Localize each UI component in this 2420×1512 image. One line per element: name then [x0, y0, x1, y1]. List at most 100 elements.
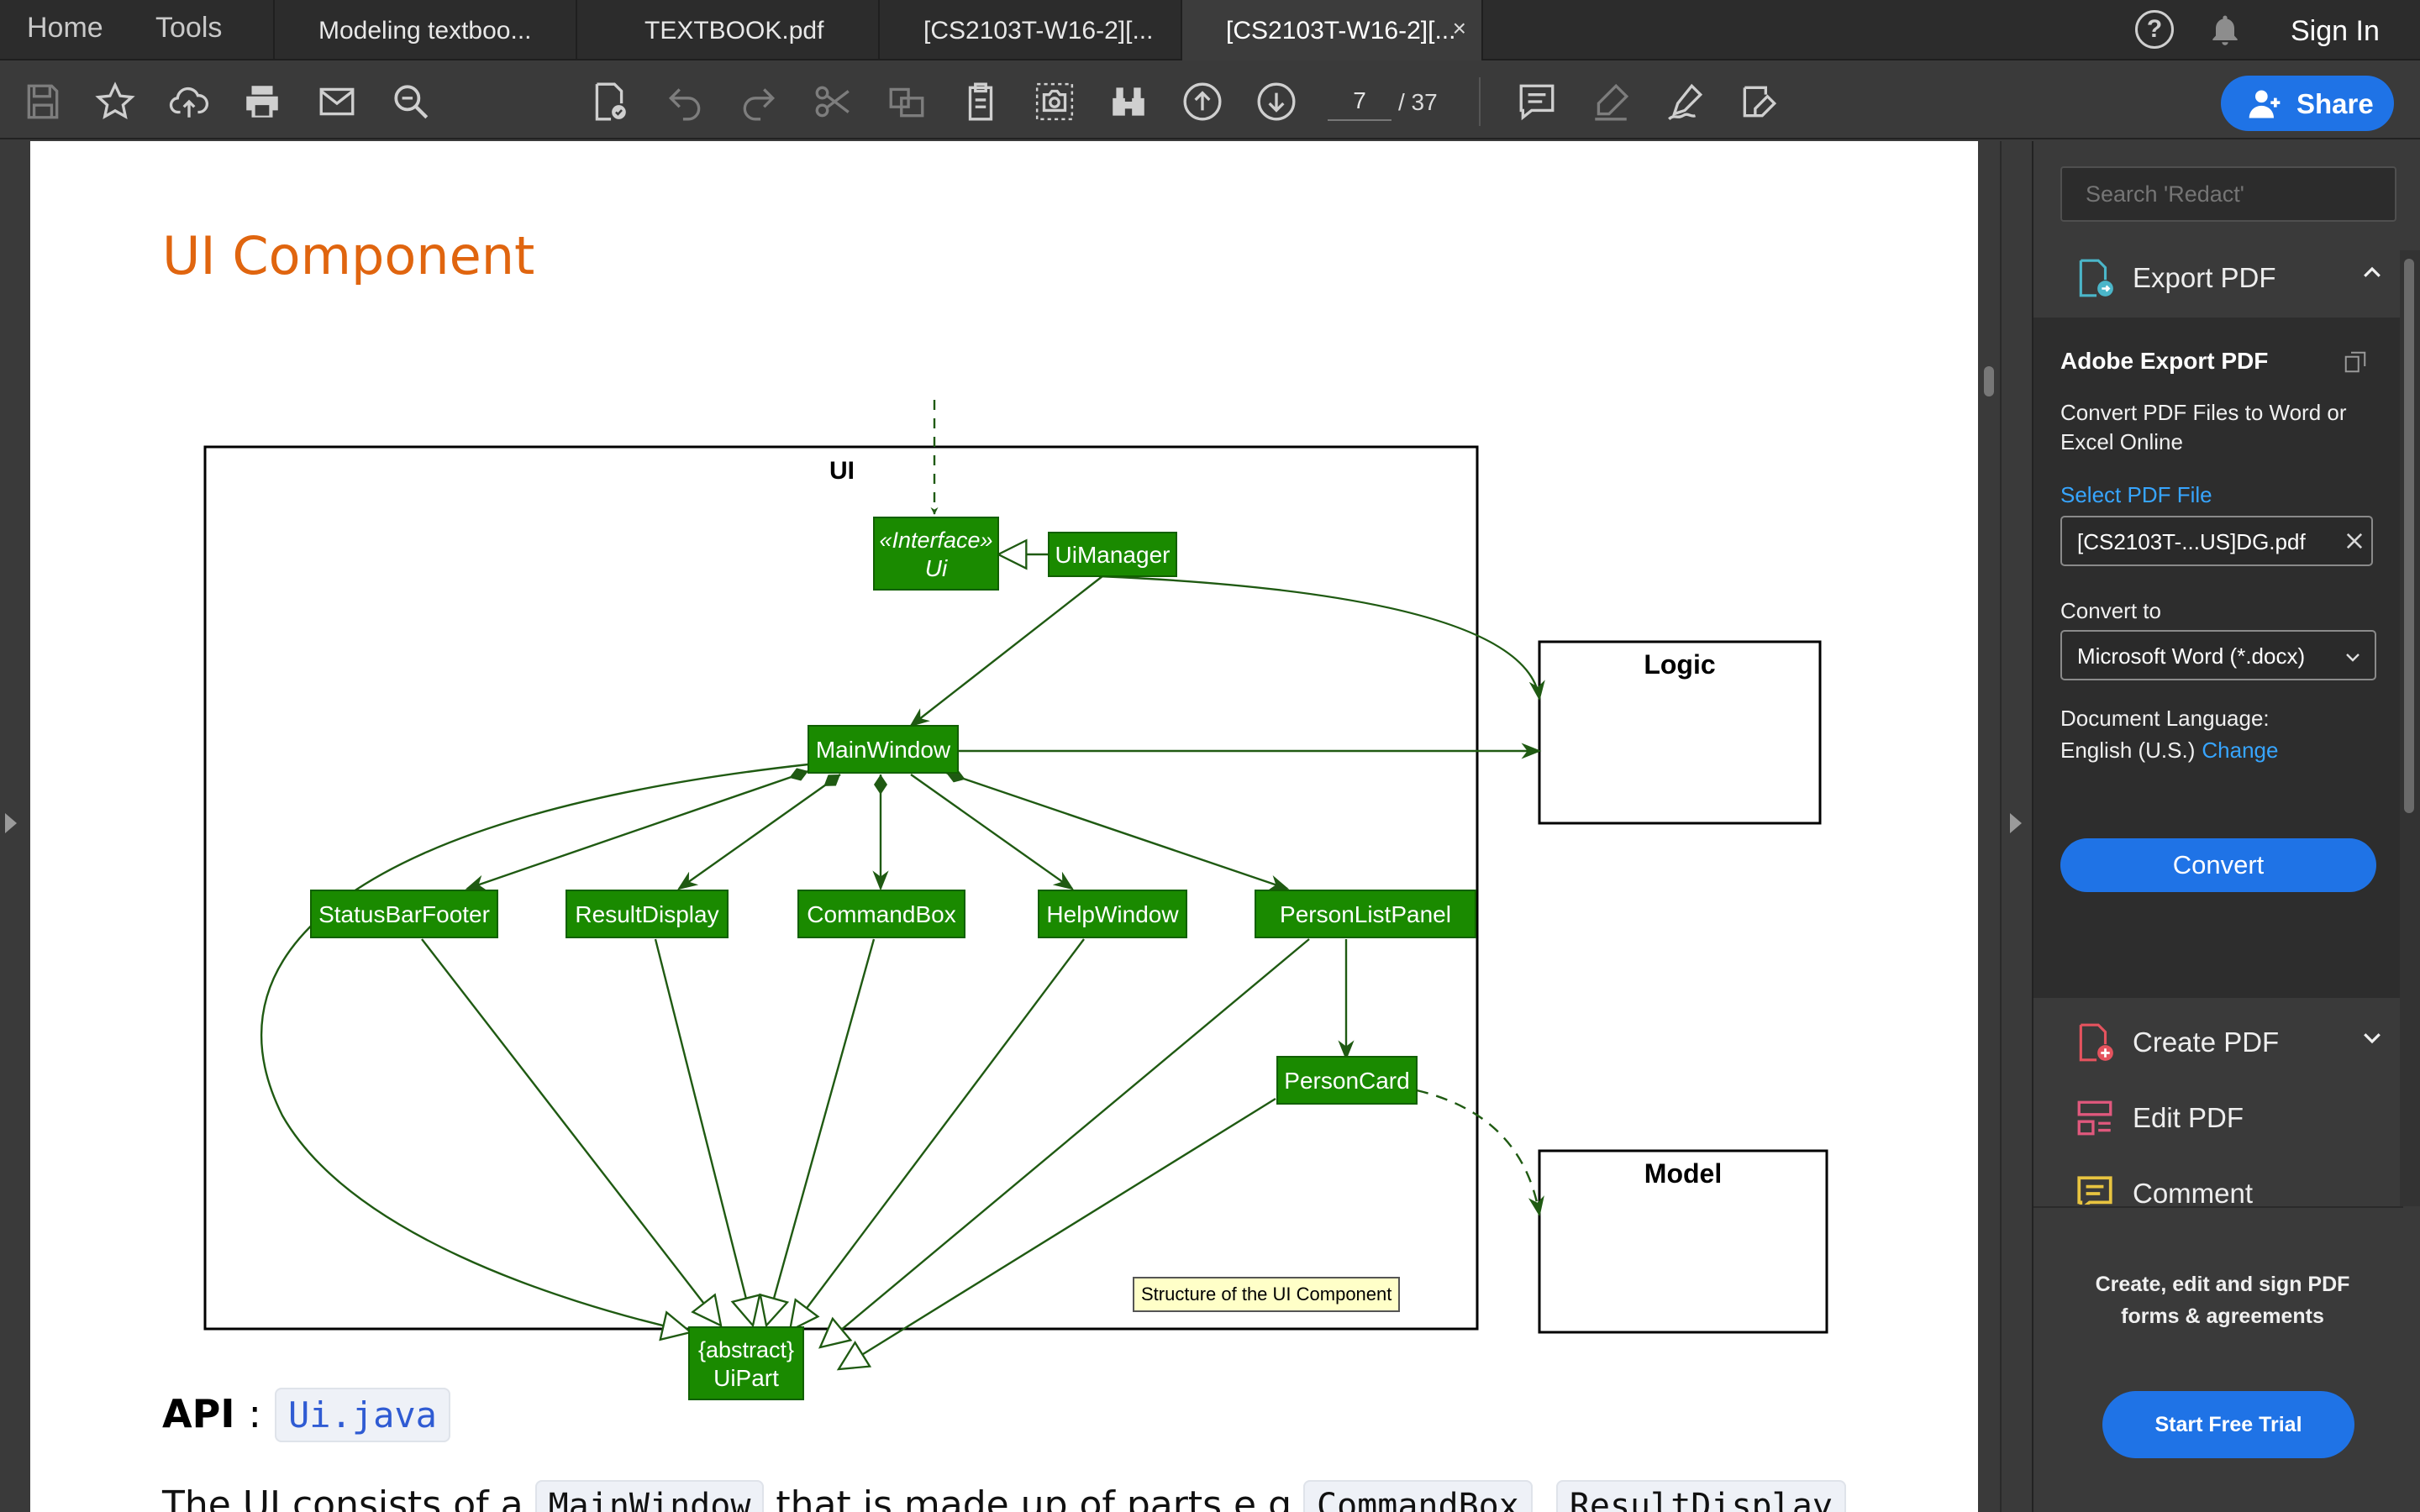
promo-text: Create, edit and sign PDF forms & agreem… — [2095, 1273, 2350, 1328]
tools-scrollbar-thumb[interactable] — [2404, 259, 2414, 813]
close-tab-icon[interactable]: × — [1452, 15, 1466, 41]
model-package-label: Model — [1644, 1158, 1722, 1189]
node-statusbarfooter-label: StatusBarFooter — [318, 901, 490, 927]
chevron-down-icon — [2346, 654, 2360, 662]
sign-in-link[interactable]: Sign In — [2291, 15, 2380, 47]
right-panel-toggle-icon[interactable] — [2010, 813, 2022, 833]
node-mainwindow — [808, 725, 959, 774]
tools-divider — [2033, 1206, 2403, 1208]
body-code: CommandBox — [1303, 1480, 1533, 1512]
node-personlistpanel-label: PersonListPanel — [1280, 901, 1451, 927]
body-text: The UI consists of a — [162, 1483, 535, 1512]
toolbar: / 37 Share — [0, 62, 2420, 139]
tool-comment[interactable]: Comment — [2057, 1166, 2402, 1205]
tab-label: TEXTBOOK.pdf — [644, 17, 824, 45]
clipboard-icon[interactable] — [960, 81, 1002, 123]
select-pdf-file-link[interactable]: Select PDF File — [2060, 482, 2212, 507]
tab-label: [CS2103T-W16-2][... — [923, 17, 1154, 45]
tab-cs2103t-1[interactable]: [CS2103T-W16-2][... — [878, 0, 1181, 60]
node-resultdisplay-label: ResultDisplay — [575, 901, 718, 927]
clear-file-icon[interactable] — [2343, 529, 2366, 553]
tool-label: Export PDF — [2133, 262, 2276, 293]
node-helpwindow — [1038, 890, 1187, 938]
node-uipart-stereotype: {abstract} — [698, 1337, 794, 1362]
ui-package-label: UI — [829, 457, 855, 485]
share-button[interactable]: Share — [2221, 76, 2394, 131]
api-code-link[interactable]: Ui.java — [274, 1388, 450, 1442]
language-value: English (U.S.) — [2060, 738, 2196, 763]
copy-icon[interactable] — [886, 81, 928, 123]
highlight-pen-icon[interactable] — [1590, 81, 1632, 123]
left-panel-toggle-icon[interactable] — [5, 813, 17, 833]
selected-file-field[interactable]: [CS2103T-...US]DG.pdf — [2060, 516, 2373, 566]
node-ui-name: Ui — [925, 555, 948, 581]
print-icon[interactable] — [241, 81, 283, 123]
tab-cs2103t-2[interactable]: [CS2103T-W16-2][... × — [1181, 0, 1483, 60]
undo-icon[interactable] — [664, 81, 706, 123]
gutter-divider — [2000, 141, 2002, 1512]
star-icon[interactable] — [94, 81, 136, 123]
tools-pane: Export PDF Adobe Export PDF Convert PDF … — [2032, 141, 2420, 1512]
edit-pdf-icon — [2077, 1100, 2112, 1136]
convert-to-label: Convert to — [2060, 598, 2161, 623]
body-text: that is made up of parts e.g. — [764, 1483, 1303, 1512]
node-ui-interface — [873, 517, 999, 591]
scissors-icon[interactable] — [812, 81, 854, 123]
page-number-input[interactable] — [1328, 82, 1392, 121]
model-package-box — [1538, 1149, 1828, 1334]
pdf-page: UI Component UI Logic — [30, 141, 1978, 1512]
start-free-trial-button[interactable]: Start Free Trial — [2102, 1391, 2354, 1458]
convert-format-select[interactable]: Microsoft Word (*.docx) — [2060, 630, 2376, 680]
export-panel-title: Adobe Export PDF — [2060, 348, 2269, 374]
check-document-icon[interactable] — [588, 81, 630, 123]
mail-icon[interactable] — [316, 81, 358, 123]
tool-edit-pdf[interactable]: Edit PDF — [2057, 1090, 2402, 1149]
bell-icon[interactable] — [2207, 12, 2244, 50]
tool-create-pdf[interactable]: Create PDF — [2057, 1015, 2402, 1074]
convert-button[interactable]: Convert — [2060, 838, 2376, 892]
tab-textbook-pdf[interactable]: TEXTBOOK.pdf — [576, 0, 878, 60]
chevron-down-icon[interactable] — [2360, 1025, 2385, 1050]
change-language-link[interactable]: Change — [2202, 738, 2279, 763]
logic-package-box — [1538, 640, 1822, 825]
zoom-icon[interactable] — [390, 81, 432, 123]
ui-component-diagram: UI Logic Model — [203, 400, 1828, 1400]
document-view[interactable]: UI Component UI Logic — [0, 141, 2032, 1512]
selected-file-name: [CS2103T-...US]DG.pdf — [2077, 529, 2306, 554]
tool-label: Comment — [2133, 1178, 2254, 1205]
edge-mainwindow-extends-uipart — [260, 763, 809, 1341]
cloud-upload-icon[interactable] — [168, 81, 210, 123]
fill-sign-icon[interactable] — [1738, 81, 1780, 123]
node-personcard — [1276, 1056, 1418, 1105]
tab-modeling-textbook[interactable]: Modeling textboo... — [273, 0, 576, 60]
sign-pen-icon[interactable] — [1664, 81, 1706, 123]
node-personcard-label: PersonCard — [1284, 1068, 1409, 1094]
comment-icon[interactable] — [1516, 81, 1558, 123]
tab-label: Modeling textboo... — [318, 17, 532, 45]
next-page-icon[interactable] — [1255, 81, 1297, 123]
body-code: ResultDisplay — [1555, 1480, 1846, 1512]
edge-uimanager-to-logic — [1098, 575, 1545, 701]
tab-label: [CS2103T-W16-2][... — [1226, 17, 1456, 45]
save-icon[interactable] — [22, 81, 64, 123]
edge-personlist-extends-uipart — [818, 938, 1310, 1349]
nav-home[interactable]: Home — [27, 12, 103, 44]
redo-icon[interactable] — [738, 81, 780, 123]
snapshot-icon[interactable] — [1034, 81, 1076, 123]
pop-out-icon[interactable] — [2343, 349, 2368, 375]
edge-mainwindow-to-resultdisplay — [677, 774, 841, 890]
previous-page-icon[interactable] — [1181, 81, 1223, 123]
nav-tools[interactable]: Tools — [155, 12, 223, 44]
edge-commandbox-extends-uipart — [759, 938, 876, 1328]
tool-export-pdf[interactable]: Export PDF — [2057, 250, 2402, 309]
node-uimanager — [1048, 532, 1177, 577]
edge-mainwindow-to-helpwindow — [910, 774, 1074, 890]
export-panel-description: Convert PDF Files to Word or Excel Onlin… — [2060, 400, 2347, 454]
search-tools-input[interactable] — [2060, 166, 2396, 222]
find-binoculars-icon[interactable] — [1107, 81, 1150, 123]
document-scrollbar-thumb[interactable] — [1984, 366, 1994, 396]
node-uipart — [688, 1326, 804, 1400]
node-statusbarfooter — [310, 890, 498, 938]
chevron-up-icon[interactable] — [2360, 260, 2385, 286]
help-icon[interactable]: ? — [2135, 10, 2174, 49]
